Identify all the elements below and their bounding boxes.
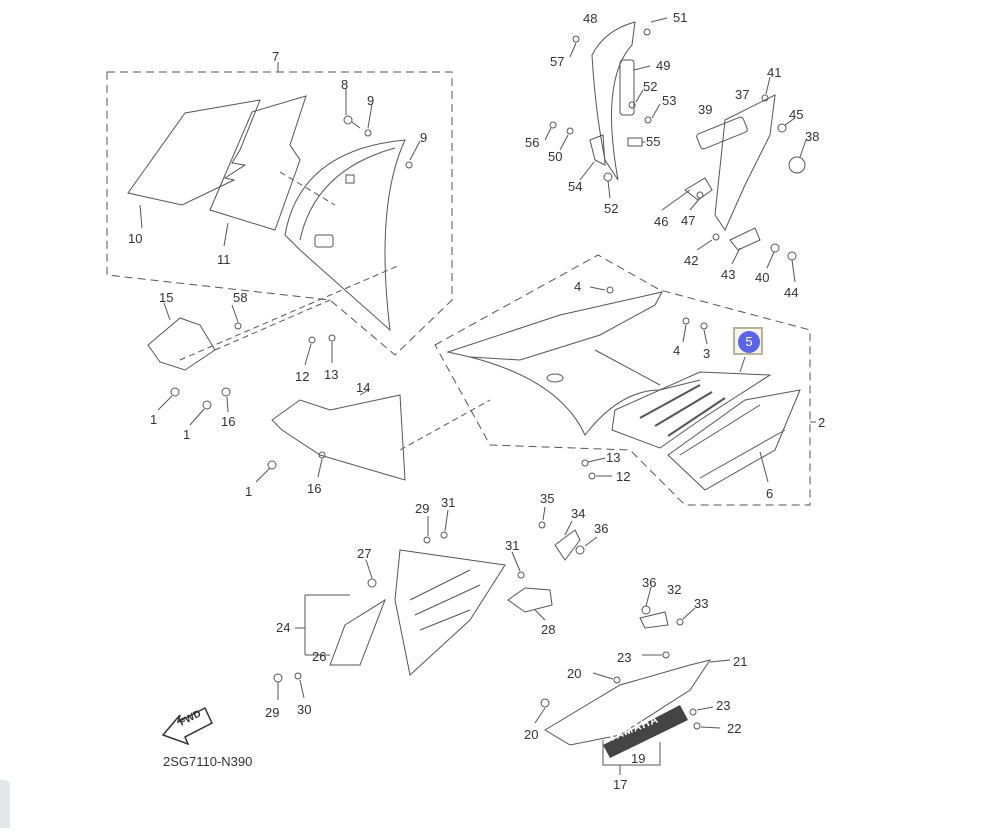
part-label-4b[interactable]: 4	[673, 343, 681, 358]
part-37-mirror-stay	[714, 94, 776, 232]
part-label-42[interactable]: 42	[684, 253, 699, 268]
part-label-41[interactable]: 41	[767, 65, 782, 80]
part-26-bracket	[329, 598, 387, 666]
part-label-48[interactable]: 48	[583, 11, 598, 26]
part-label-7[interactable]: 7	[272, 49, 280, 64]
part-label-3[interactable]: 3	[703, 346, 711, 361]
part-label-56[interactable]: 56	[525, 135, 540, 150]
part-label-26[interactable]: 26	[312, 649, 327, 664]
selected-part-marker[interactable]: 5	[733, 327, 763, 355]
part-label-24[interactable]: 24	[276, 620, 291, 635]
part-label-52b[interactable]: 52	[604, 201, 619, 216]
part-label-10[interactable]: 10	[128, 231, 143, 246]
part-label-14[interactable]: 14	[356, 380, 371, 395]
part-14-inner-panel	[271, 394, 406, 481]
part-label-57[interactable]: 57	[550, 54, 565, 69]
part-label-36b[interactable]: 36	[642, 575, 657, 590]
part-label-36a[interactable]: 36	[594, 521, 609, 536]
part-label-6[interactable]: 6	[766, 486, 774, 501]
part-label-27[interactable]: 27	[357, 546, 372, 561]
part-label-35[interactable]: 35	[540, 491, 555, 506]
part-6-side-panel	[667, 389, 801, 491]
part-label-46[interactable]: 46	[654, 214, 669, 229]
part-side-fairing	[446, 291, 663, 361]
part-label-12a[interactable]: 12	[295, 369, 310, 384]
part-label-39[interactable]: 39	[698, 102, 713, 117]
part-label-55[interactable]: 55	[646, 134, 661, 149]
part-label-29a[interactable]: 29	[415, 501, 430, 516]
selected-part-number[interactable]: 5	[738, 331, 760, 353]
part-label-54[interactable]: 54	[568, 179, 583, 194]
part-label-30[interactable]: 30	[297, 702, 312, 717]
part-10-windscreen-panel	[127, 99, 261, 206]
part-5-side-panel	[611, 371, 772, 449]
part-label-58[interactable]: 58	[233, 290, 248, 305]
part-label-50[interactable]: 50	[548, 149, 563, 164]
part-11-windscreen-panel	[209, 95, 307, 231]
part-upper-cowling	[284, 139, 406, 332]
part-label-40[interactable]: 40	[755, 270, 770, 285]
part-label-9a[interactable]: 9	[367, 93, 375, 108]
fwd-arrow-icon	[161, 706, 213, 746]
part-label-17[interactable]: 17	[613, 777, 628, 792]
part-label-11[interactable]: 11	[217, 252, 231, 267]
part-label-49[interactable]: 49	[656, 58, 671, 73]
part-label-21[interactable]: 21	[733, 654, 748, 669]
part-label-31b[interactable]: 31	[505, 538, 520, 553]
part-label-29b[interactable]: 29	[265, 705, 280, 720]
part-label-4a[interactable]: 4	[574, 279, 582, 294]
part-label-47[interactable]: 47	[681, 213, 696, 228]
part-label-31a[interactable]: 31	[441, 495, 456, 510]
part-19-logo-plate	[603, 705, 688, 758]
part-28-guard	[507, 587, 553, 613]
part-label-19[interactable]: 19	[631, 751, 646, 766]
part-label-1c[interactable]: 1	[245, 484, 253, 499]
part-label-13b[interactable]: 13	[606, 450, 621, 465]
part-label-53[interactable]: 53	[662, 93, 677, 108]
part-label-28[interactable]: 28	[541, 622, 556, 637]
part-label-12b[interactable]: 12	[616, 469, 631, 484]
part-label-23a[interactable]: 23	[617, 650, 632, 665]
part-label-16a[interactable]: 16	[221, 414, 236, 429]
drawing-code: 2SG7110-N390	[163, 754, 253, 769]
part-label-1b[interactable]: 1	[183, 427, 191, 442]
part-label-44[interactable]: 44	[784, 285, 799, 300]
part-label-15[interactable]: 15	[159, 290, 174, 305]
part-label-9b[interactable]: 9	[420, 130, 428, 145]
part-label-20a[interactable]: 20	[567, 666, 582, 681]
part-label-45[interactable]: 45	[789, 107, 804, 122]
part-label-52a[interactable]: 52	[643, 79, 658, 94]
part-label-8[interactable]: 8	[341, 77, 349, 92]
part-label-16b[interactable]: 16	[307, 481, 322, 496]
part-15-bracket	[147, 317, 216, 371]
scrollbar-stub[interactable]	[0, 780, 10, 828]
part-label-37[interactable]: 37	[735, 87, 750, 102]
part-label-43[interactable]: 43	[721, 267, 736, 282]
group-7-dashed-outline	[106, 71, 453, 356]
group-2-dashed-outline	[434, 254, 811, 506]
part-label-20b[interactable]: 20	[524, 727, 539, 742]
part-label-38[interactable]: 38	[805, 129, 820, 144]
part-label-33[interactable]: 33	[694, 596, 709, 611]
part-label-13a[interactable]: 13	[324, 367, 339, 382]
part-label-51[interactable]: 51	[673, 10, 688, 25]
part-lower-cowl	[394, 549, 506, 676]
part-19-under-cowl	[544, 659, 712, 746]
part-label-32[interactable]: 32	[667, 582, 682, 597]
part-label-22[interactable]: 22	[727, 721, 742, 736]
part-label-23b[interactable]: 23	[716, 698, 731, 713]
part-label-1a[interactable]: 1	[150, 412, 158, 427]
part-48-stay	[591, 21, 636, 181]
part-label-2[interactable]: 2	[818, 415, 826, 430]
part-label-34[interactable]: 34	[571, 506, 586, 521]
